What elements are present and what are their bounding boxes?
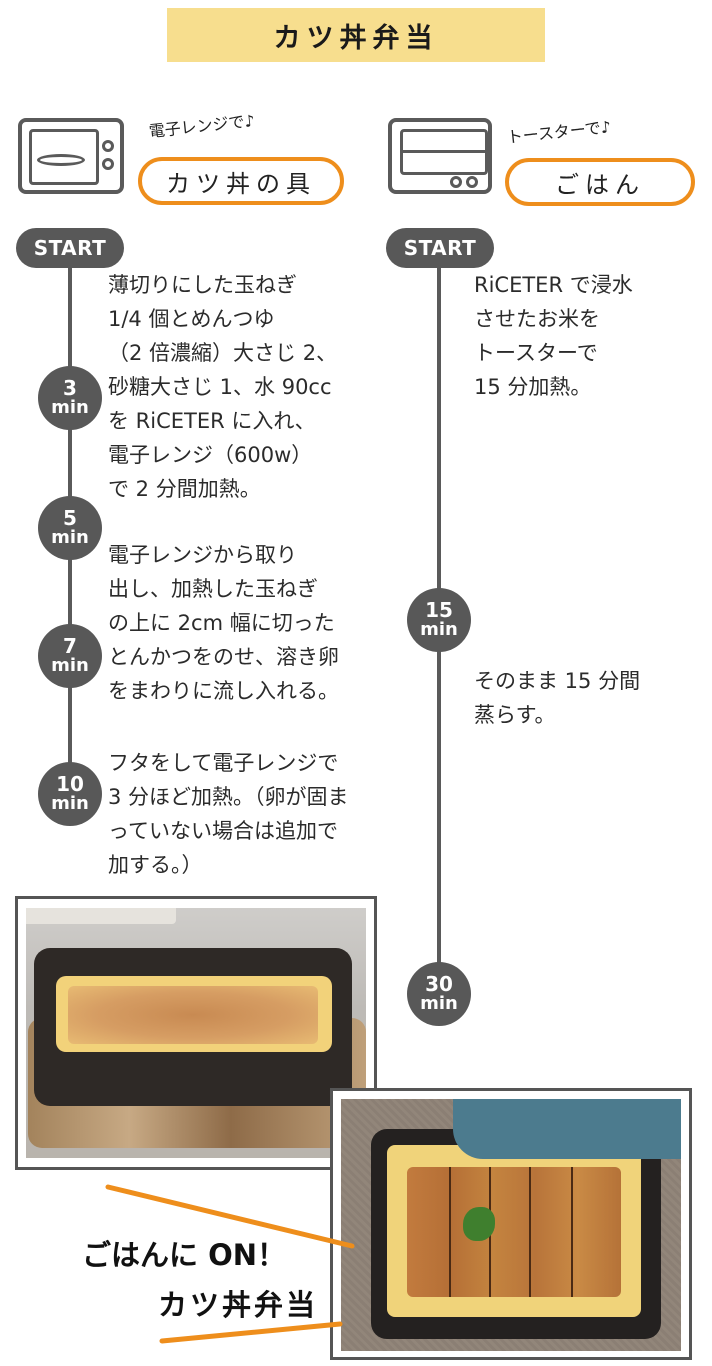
bento-lid xyxy=(453,1099,681,1159)
egg-katsu-topview xyxy=(387,1145,641,1317)
start-badge-right: START xyxy=(386,228,494,268)
time-marker-15min: 15 min xyxy=(407,588,471,652)
step-text-left-1: 薄切りにした玉ねぎ 1/4 個とめんつゆ （2 倍濃縮）大さじ 2、 砂糖大さじ… xyxy=(108,273,338,501)
accent-lines xyxy=(105,1184,355,1344)
photo-katsudon-bento xyxy=(330,1088,692,1360)
time-marker-3min: 3 min xyxy=(38,366,102,430)
time-marker-30min: 30 min xyxy=(407,962,471,1026)
tagline-line1: ごはんに ON！ xyxy=(82,1238,287,1272)
step-text-left-3: フタをして電子レンジで 3 分ほど加熱。（卵が固ま っていない場合は追加で 加す… xyxy=(108,751,349,877)
time-marker-5min: 5 min xyxy=(38,496,102,560)
time-marker-7min: 7 min xyxy=(38,624,102,688)
accent-line-lower xyxy=(159,1321,343,1344)
step-text-right-1: RiCETER で浸水 させたお米を トースターで 15 分加熱。 xyxy=(474,273,633,399)
accent-line-upper xyxy=(105,1184,355,1249)
item-label-rice: ごはん xyxy=(505,158,695,206)
method-label-toaster: トースターで♪ xyxy=(505,117,612,148)
microwave-icon xyxy=(18,118,124,194)
tagline-line2: カツ丼弁当 xyxy=(158,1288,319,1322)
title-banner: カツ丼弁当 xyxy=(167,8,545,62)
page-title: カツ丼弁当 xyxy=(273,22,439,54)
toaster-oven-icon xyxy=(388,118,492,194)
photo-katsudon-cooked xyxy=(15,896,377,1170)
step-text-right-2: そのまま 15 分間 蒸らす。 xyxy=(474,669,641,727)
parsley-garnish xyxy=(463,1207,495,1241)
time-marker-10min: 10 min xyxy=(38,762,102,826)
egg-katsu xyxy=(56,976,332,1052)
step-text-left-2: 電子レンジから取り 出し、加熱した玉ねぎ の上に 2cm 幅に切った とんかつを… xyxy=(108,543,339,703)
start-badge-left: START xyxy=(16,228,124,268)
item-label-katsudon-topping: カツ丼の具 xyxy=(138,157,344,205)
method-label-microwave: 電子レンジで♪ xyxy=(147,111,256,142)
